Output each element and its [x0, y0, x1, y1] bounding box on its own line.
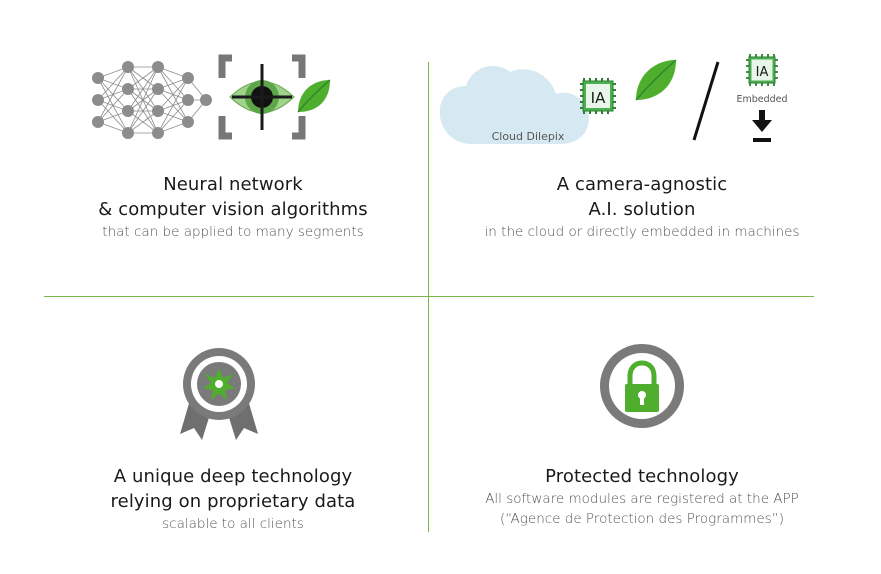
neural-link — [127, 66, 159, 112]
camera-title-line1: A camera-agnostic — [556, 174, 728, 195]
deeptech-title-line2: relying on proprietary data — [110, 491, 356, 512]
quadrant-deep-technology: A unique deep technology relying on prop… — [40, 340, 426, 532]
quadrant-protected-technology: Protected technology All software module… — [432, 340, 852, 527]
neural-node — [92, 116, 104, 128]
cloud-icon — [439, 65, 589, 144]
chip-label: IA — [591, 89, 606, 107]
protected-text: Protected technology All software module… — [432, 464, 852, 529]
neural-link — [157, 77, 189, 134]
protected-icons — [432, 340, 852, 460]
neural-link — [97, 66, 129, 123]
neural-link — [97, 66, 129, 101]
deeptech-icons — [40, 340, 426, 460]
neural-link — [97, 88, 129, 123]
protected-illustration — [600, 344, 684, 428]
quadrant-camera-agnostic: IA Cloud Dilepix I — [432, 40, 852, 240]
neural-node — [92, 94, 104, 106]
neural-node — [200, 94, 212, 106]
neural-node — [182, 72, 194, 84]
slash-divider — [692, 61, 720, 141]
camera-subtitle: in the cloud or directly embedded in mac… — [484, 224, 800, 240]
embedded-chip-label: IA — [756, 65, 769, 80]
neural-node — [122, 105, 134, 117]
neural-link — [157, 99, 189, 134]
neural-subtitle: that can be applied to many segments — [102, 224, 364, 240]
padlock-icon — [600, 344, 684, 428]
neural-link — [157, 77, 189, 112]
neural-title-line2: & computer vision algorithms — [98, 199, 368, 220]
neural-node — [122, 83, 134, 95]
deeptech-title-line1: A unique deep technology — [113, 466, 353, 487]
neural-link — [127, 88, 159, 134]
neural-node — [152, 105, 164, 117]
neural-node — [92, 72, 104, 84]
chip-icon: IA — [580, 78, 616, 114]
quadrant-neural-network: Neural network & computer vision algorit… — [40, 40, 426, 240]
neural-network-nodes — [92, 61, 212, 139]
neural-node — [182, 94, 194, 106]
deeptech-text: A unique deep technology relying on prop… — [40, 464, 426, 534]
leaf-icon — [635, 59, 677, 101]
protected-subtitle-line1: All software modules are registered at t… — [485, 491, 799, 507]
neural-link — [127, 66, 159, 134]
vertical-divider — [428, 62, 429, 532]
deeptech-subtitle: scalable to all clients — [162, 516, 304, 532]
neural-link — [127, 66, 159, 90]
neural-illustration — [92, 54, 331, 140]
neural-node — [122, 127, 134, 139]
protected-subtitle-line2: (“Agence de Protection des Programmes”) — [500, 511, 784, 527]
neural-node — [152, 61, 164, 73]
neural-title-line1: Neural network — [163, 174, 303, 195]
neural-link — [127, 110, 159, 134]
neural-node — [122, 61, 134, 73]
neural-node — [182, 116, 194, 128]
deeptech-illustration — [180, 348, 258, 440]
vision-target-icon — [218, 54, 306, 140]
embedded-label: Embedded — [736, 94, 787, 105]
neural-node — [152, 127, 164, 139]
camera-title-line2: A.I. solution — [588, 199, 696, 220]
cloud-label: Cloud Dilepix — [492, 130, 565, 143]
chip-icon-embedded: IA — [746, 54, 778, 86]
neural-icons — [40, 40, 426, 160]
award-badge-icon — [180, 348, 258, 440]
camera-text: A camera-agnostic A.I. solution in the c… — [432, 172, 852, 242]
download-icon — [752, 110, 772, 142]
protected-title: Protected technology — [545, 466, 739, 487]
camera-icons: IA Cloud Dilepix I — [432, 40, 852, 160]
horizontal-divider — [44, 296, 814, 297]
camera-illustration: IA Cloud Dilepix I — [439, 54, 788, 144]
neural-node — [152, 83, 164, 95]
leaf-icon — [297, 79, 331, 113]
neural-text: Neural network & computer vision algorit… — [40, 172, 426, 242]
